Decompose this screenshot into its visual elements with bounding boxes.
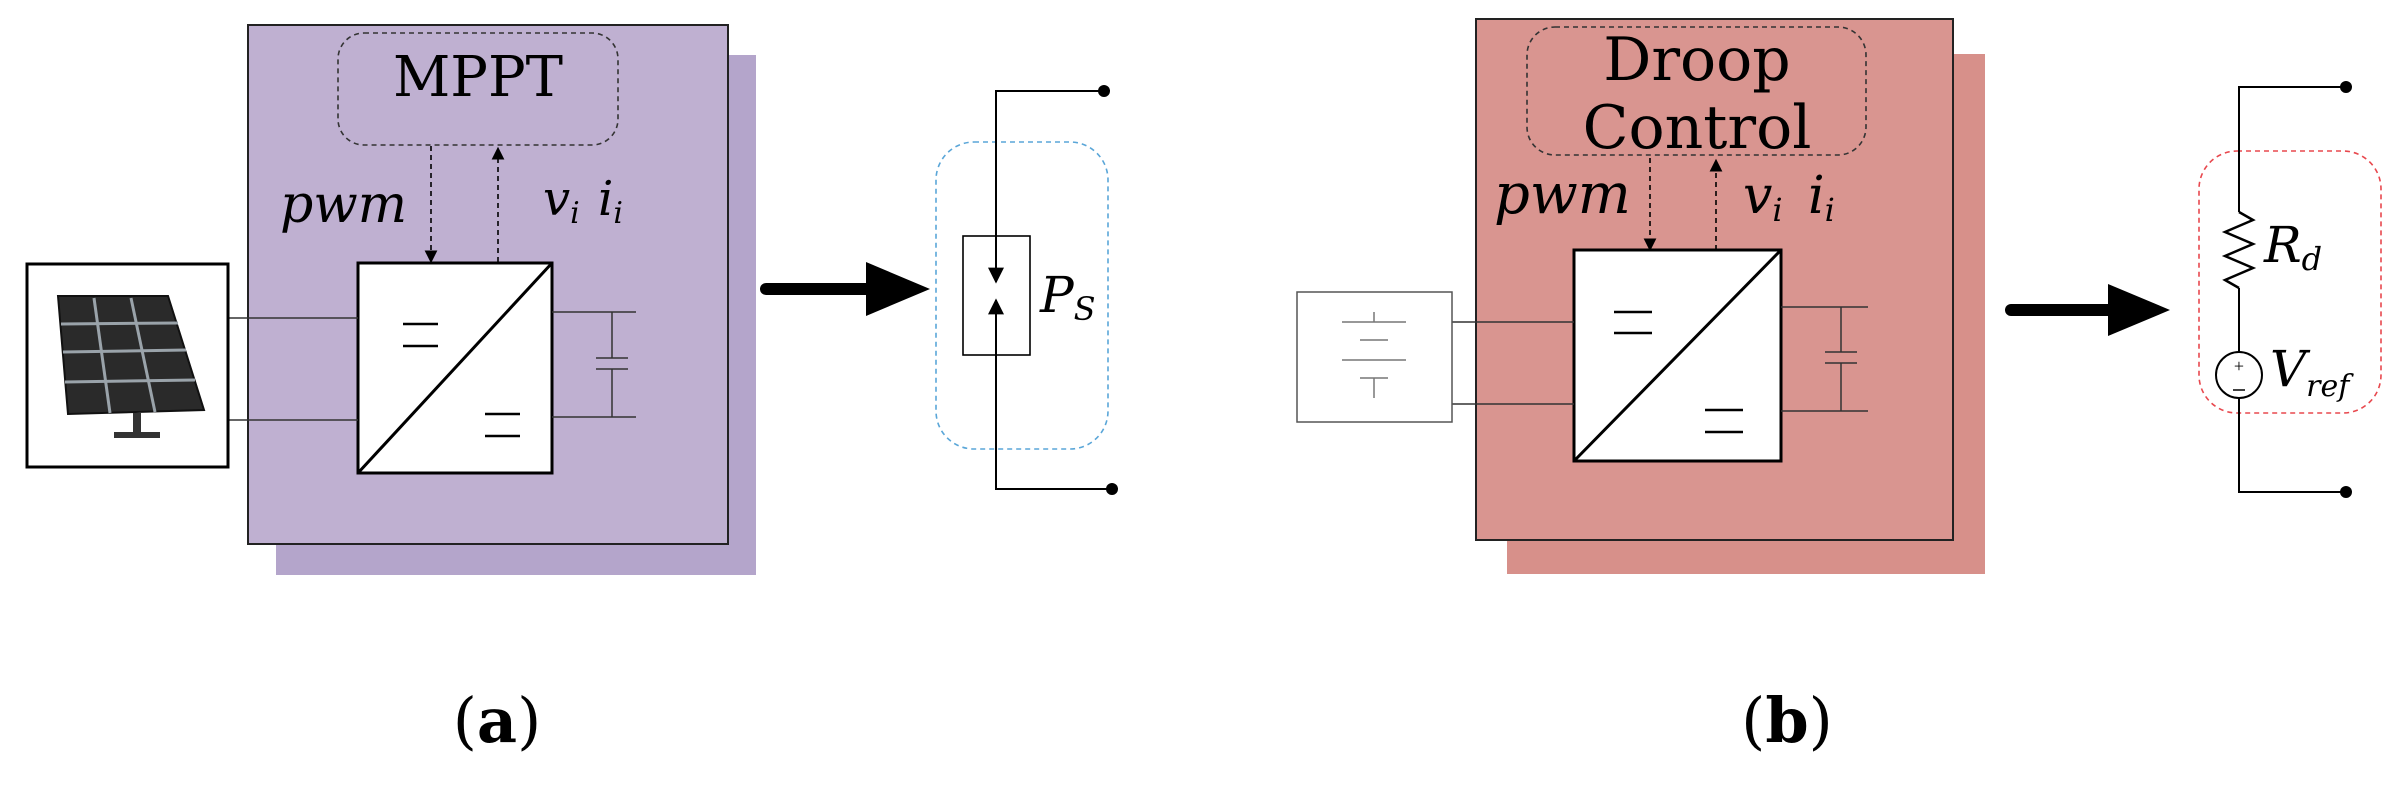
- panel-a: MPPT pwm vi ii: [25, 24, 1118, 757]
- converter-diagonal: [356, 261, 554, 475]
- eq-wire-bottom: [995, 295, 1110, 490]
- power-source-label: PS: [1039, 266, 1096, 328]
- vref-label: Vref: [2270, 340, 2354, 404]
- capacitor: [1825, 307, 1857, 411]
- resistor-label: Rd: [2263, 216, 2322, 278]
- source-box: [1296, 291, 1453, 423]
- terminal-top[interactable]: [1098, 85, 1110, 97]
- solar-panel-icon: [56, 295, 206, 438]
- capacitor: [596, 312, 628, 417]
- plus-sign: +: [2234, 356, 2244, 376]
- eq-wire-top: [2238, 86, 2343, 212]
- equivalent-outline: [935, 141, 1109, 450]
- vi-label: vi: [543, 171, 580, 231]
- panel-b: Droop Control pwm vi ii: [1296, 18, 2382, 757]
- terminal-bottom[interactable]: [2340, 486, 2352, 498]
- terminal-bottom[interactable]: [1106, 483, 1118, 495]
- eq-wire-top: [995, 90, 1102, 260]
- eq-wire-bottom: [2238, 398, 2343, 493]
- equivalent-outline: [2198, 150, 2382, 414]
- pwm-label: pwm: [280, 175, 407, 235]
- battery-icon: [1342, 312, 1406, 398]
- mppt-block: [337, 32, 619, 146]
- ii-label: ii: [1808, 166, 1835, 229]
- terminal-top[interactable]: [2340, 81, 2352, 93]
- transform-arrow: [760, 262, 930, 316]
- pwm-label: pwm: [1494, 162, 1631, 227]
- droop-control-block: [1526, 26, 1867, 156]
- converter-diagonal: [1572, 248, 1783, 463]
- transform-arrow: [2005, 284, 2170, 336]
- caption-b: (b): [1741, 684, 1833, 757]
- resistor-symbol: [2221, 210, 2257, 290]
- vi-label: vi: [1743, 166, 1783, 229]
- droop-label-line1: Droop: [1603, 25, 1790, 95]
- ii-label: ii: [598, 171, 623, 231]
- droop-label-line2: Control: [1583, 93, 1812, 163]
- caption-a: (a): [453, 684, 542, 757]
- mppt-label: MPPT: [393, 45, 563, 110]
